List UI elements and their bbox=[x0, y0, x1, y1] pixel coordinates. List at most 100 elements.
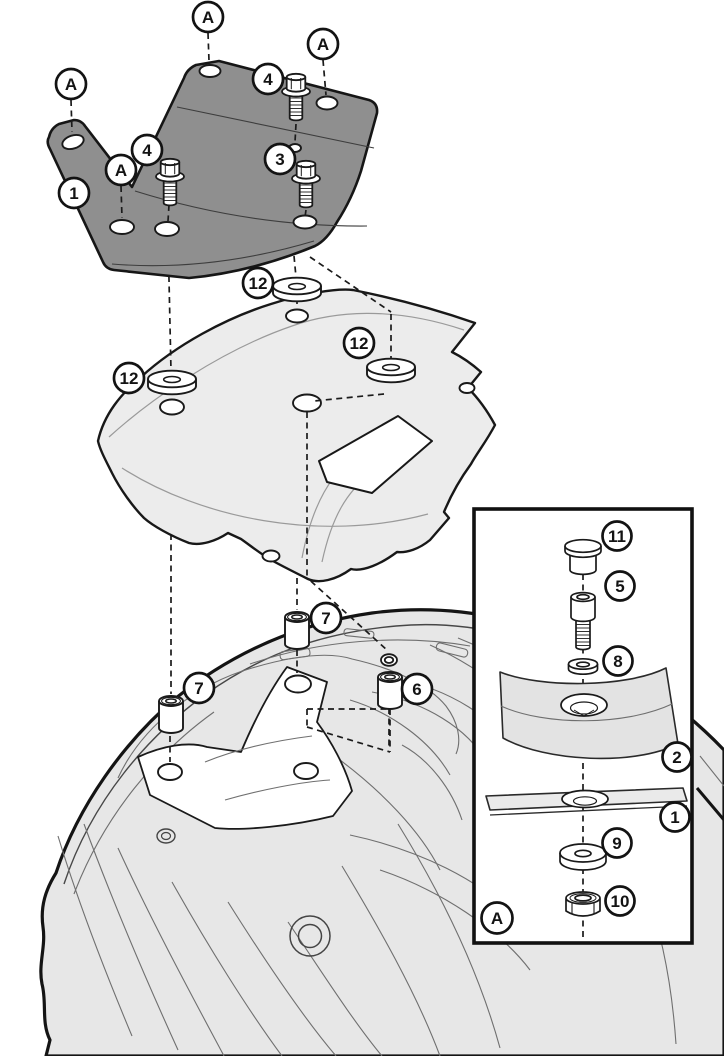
callout-datum-a-inset: A bbox=[480, 901, 514, 935]
washer-part8 bbox=[567, 657, 599, 676]
adapter-plate-hole-center bbox=[292, 393, 322, 413]
svg-text:3: 3 bbox=[275, 150, 284, 169]
cap-part11 bbox=[564, 538, 602, 576]
mounting-plate-outline bbox=[46, 59, 379, 280]
tail-small-boss bbox=[156, 828, 176, 844]
washer-part9 bbox=[559, 843, 607, 871]
flat-plate-part1 bbox=[485, 787, 688, 816]
callout-datum-a-4: A bbox=[104, 153, 138, 187]
svg-text:7: 7 bbox=[321, 609, 330, 628]
bracket-crease-2 bbox=[224, 779, 331, 801]
callout-part-7-right: 7 bbox=[309, 601, 343, 635]
svg-text:8: 8 bbox=[613, 652, 622, 671]
svg-text:1: 1 bbox=[670, 808, 679, 827]
tail-curve-c bbox=[349, 699, 451, 776]
callout-part-4-left: 4 bbox=[130, 133, 164, 167]
callout-part-7-left: 7 bbox=[182, 671, 216, 705]
svg-text:2: 2 bbox=[672, 748, 681, 767]
svg-text:1: 1 bbox=[69, 184, 78, 203]
bracket-hole-right bbox=[293, 762, 319, 780]
plate-hole-datum-top bbox=[198, 64, 222, 78]
tail-small-boss-hole bbox=[160, 831, 172, 841]
tail-edge-behind-inset-2 bbox=[699, 755, 724, 787]
adapter-plate-hole-left bbox=[159, 398, 185, 416]
callout-part-3: 3 bbox=[263, 142, 297, 176]
callout-part-1: 1 bbox=[57, 176, 91, 210]
svg-text:A: A bbox=[317, 35, 329, 54]
adapter-plate-bend-line bbox=[108, 312, 465, 438]
bracket-hole-left bbox=[157, 763, 183, 781]
spacer-part6 bbox=[377, 671, 403, 710]
callout-part-8: 8 bbox=[602, 645, 634, 677]
tail-streak-8 bbox=[397, 823, 501, 1049]
tail-streak-1 bbox=[57, 835, 133, 1037]
callout-part-5: 5 bbox=[604, 570, 636, 602]
callout-part-9: 9 bbox=[601, 827, 633, 859]
svg-text:4: 4 bbox=[263, 70, 273, 89]
svg-text:A: A bbox=[202, 8, 214, 27]
callout-part-10: 10 bbox=[604, 885, 636, 917]
tail-rim-line-3 bbox=[249, 639, 471, 665]
callout-part-4-right: 4 bbox=[251, 62, 285, 96]
spacer-part7-right bbox=[284, 611, 310, 650]
adapter-plate bbox=[96, 288, 497, 583]
svg-text:5: 5 bbox=[615, 577, 624, 596]
tail-boss-outer bbox=[289, 915, 331, 957]
svg-text:A: A bbox=[115, 161, 127, 180]
rim-slot-1 bbox=[343, 628, 375, 639]
callout-part-12-left: 12 bbox=[112, 361, 146, 395]
nut-part10 bbox=[565, 891, 601, 917]
plate-hole-bolt4-left bbox=[154, 221, 180, 237]
tail-edge-behind-inset bbox=[695, 787, 724, 821]
tail-lower-curve-2 bbox=[379, 869, 531, 971]
callout-datum-a-3: A bbox=[54, 67, 88, 101]
inset-detail-box: 11 5 8 2 1 9 10 A bbox=[472, 507, 694, 945]
adapter-plate-hole-rightsmall bbox=[458, 382, 476, 394]
mounting-plate-bend-upper bbox=[176, 106, 375, 149]
callout-part-6: 6 bbox=[400, 672, 434, 706]
plate-hole-datum-bottom bbox=[109, 219, 135, 235]
tail-curve-d bbox=[401, 744, 463, 821]
callout-part-11: 11 bbox=[601, 520, 633, 552]
svg-text:9: 9 bbox=[612, 834, 621, 853]
svg-text:4: 4 bbox=[142, 141, 152, 160]
adapter-plate-crease-1 bbox=[121, 467, 429, 527]
washer-part12-left bbox=[147, 369, 197, 396]
mounting-plate-thickness-edge bbox=[111, 240, 315, 267]
bracket-hole-top bbox=[284, 674, 312, 694]
callout-part-12-right: 12 bbox=[342, 326, 376, 360]
plate-hole-datum-right bbox=[315, 95, 339, 111]
svg-text:6: 6 bbox=[412, 680, 421, 699]
rim-slot-2 bbox=[435, 642, 469, 658]
plate-hole-datum-left bbox=[61, 133, 85, 151]
svg-text:12: 12 bbox=[120, 369, 139, 388]
svg-text:A: A bbox=[491, 909, 503, 928]
mounting-plate bbox=[46, 59, 379, 280]
top-construction-dashes bbox=[70, 32, 327, 222]
washer-part12-top bbox=[272, 276, 322, 303]
spacer-part7-left bbox=[158, 695, 184, 734]
adapter-plate-hole-bottom bbox=[261, 549, 281, 563]
svg-text:A: A bbox=[65, 75, 77, 94]
plate-hole-bolt3 bbox=[292, 214, 318, 230]
tail-construction-dashes bbox=[169, 534, 391, 762]
tail-rim-line-2 bbox=[73, 711, 215, 895]
bracket-crease-1 bbox=[204, 735, 313, 763]
callout-part-2: 2 bbox=[661, 741, 693, 773]
dashed-target-rectangle bbox=[306, 708, 391, 753]
tail-streak-4 bbox=[171, 881, 283, 1056]
tail-streak-3 bbox=[117, 847, 225, 1056]
socket-bolt-part5 bbox=[570, 591, 596, 651]
washer-part12-right bbox=[366, 357, 416, 384]
svg-text:12: 12 bbox=[249, 274, 268, 293]
callout-part-1-inset: 1 bbox=[659, 801, 691, 833]
adapter-plate-outline bbox=[96, 288, 497, 583]
tail-streak-2 bbox=[83, 823, 179, 1051]
tail-curve-e bbox=[339, 759, 441, 871]
svg-text:7: 7 bbox=[194, 679, 203, 698]
spacer-ring-part6 bbox=[380, 653, 398, 667]
adapter-plate-hole-top bbox=[285, 308, 309, 324]
tail-mounting-bracket bbox=[137, 666, 353, 830]
